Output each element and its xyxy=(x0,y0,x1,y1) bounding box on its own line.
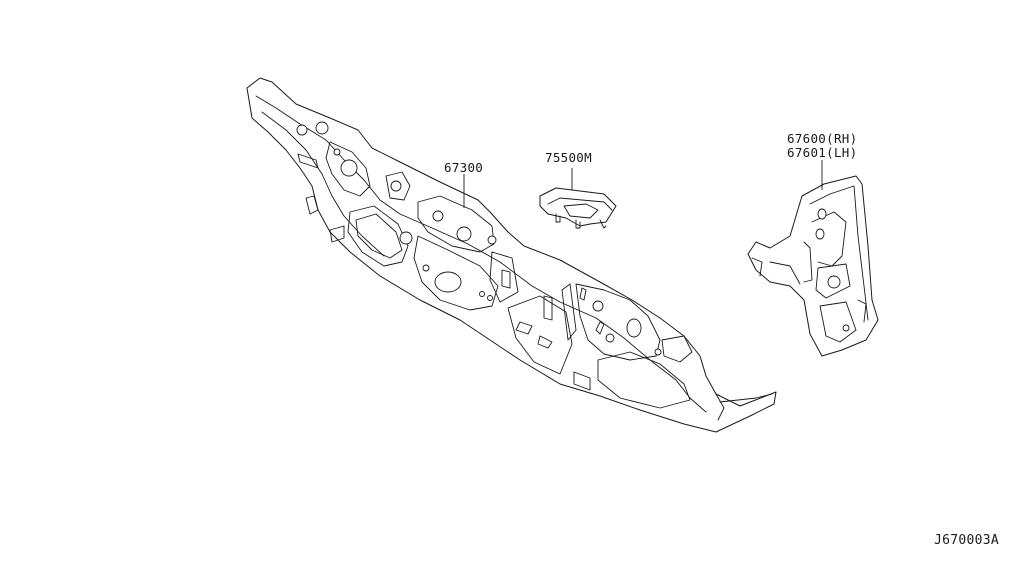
part-number-67600-rh[interactable]: 67600(RH) xyxy=(787,131,858,146)
bracket-part[interactable] xyxy=(539,187,617,229)
side-panel-part[interactable] xyxy=(747,175,879,357)
part-number-67601-lh[interactable]: 67601(LH) xyxy=(787,145,858,160)
part-number-75500m[interactable]: 75500M xyxy=(545,150,592,165)
part-number-67300[interactable]: 67300 xyxy=(444,160,484,175)
dash-lower-panel[interactable] xyxy=(246,77,777,433)
leader-lines xyxy=(463,160,823,208)
drawing-code: J670003A xyxy=(934,533,1000,548)
